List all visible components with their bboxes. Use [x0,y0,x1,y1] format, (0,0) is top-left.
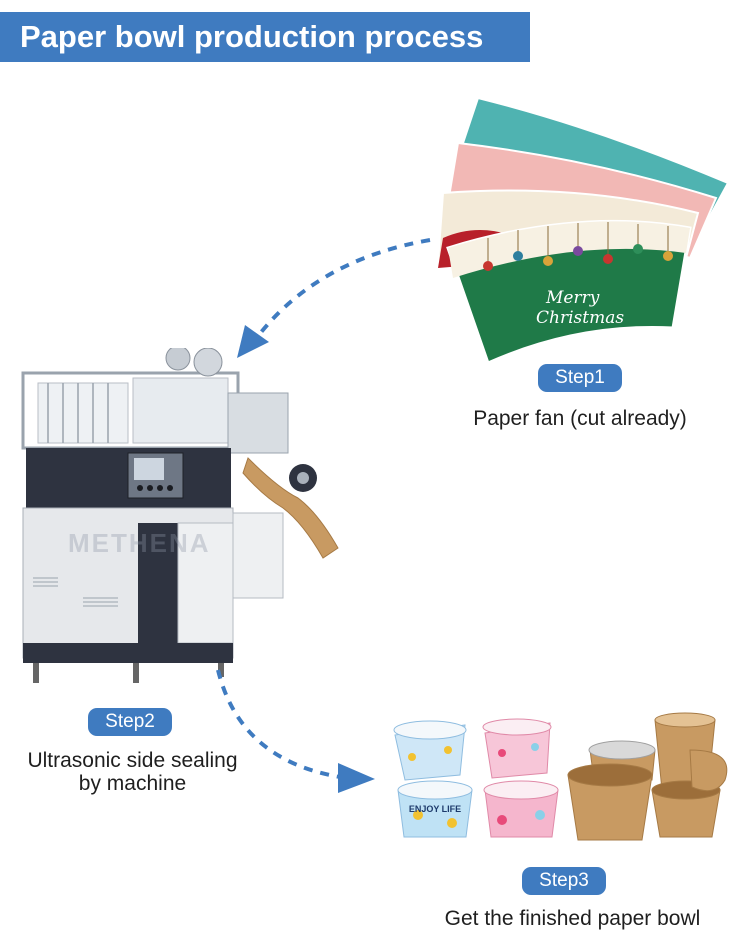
paper-fan-image: Merry Christmas [436,96,730,366]
step1-badge: Step1 [538,364,622,392]
step3-badge: Step3 [522,867,606,895]
step2-caption-line2: by machine [78,772,187,795]
finished-bowls-image: ENJOY LIFE [393,712,728,841]
step3-caption: Get the finished paper bowl [444,907,701,930]
step2-badge: Step2 [88,708,172,736]
machine-image [21,348,339,683]
step2-caption-line1: Ultrasonic side sealing [27,749,238,772]
arrow-step2-to-step3 [216,669,375,793]
fan-script-text: Merry [545,288,600,308]
cup-print-text: ENJOY LIFE [409,804,461,814]
step1-caption: Paper fan (cut already) [473,407,687,430]
page-title: Paper bowl production process [0,12,530,62]
fan-script-text-2: Christmas [536,308,624,328]
watermark-text: METHENA [68,528,211,558]
arrow-step1-to-step2 [237,238,431,358]
